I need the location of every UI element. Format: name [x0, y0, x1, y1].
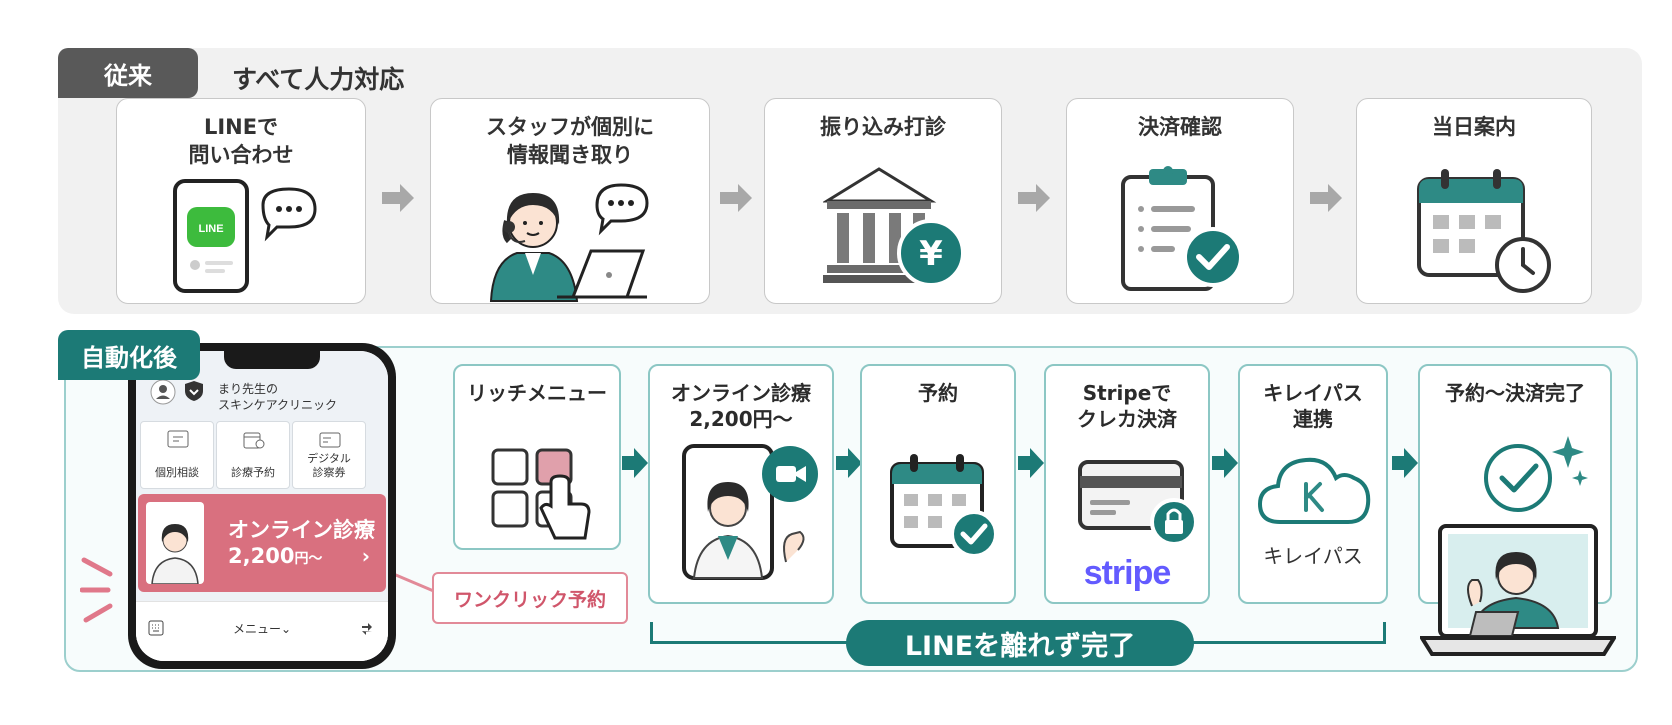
summary-pill: LINEを離れず完了 [846, 620, 1194, 666]
banner-price: 2,200円〜 [228, 544, 323, 568]
card-icon [319, 432, 341, 448]
step-label: オンライン診療 2,200円〜 [671, 381, 811, 431]
shield-icon [185, 381, 203, 401]
step-label: 予約 [918, 381, 958, 405]
chevron-right-icon: › [361, 544, 370, 568]
footer-menu-toggle[interactable]: メニュー⌄ [232, 622, 292, 636]
bank-yen-icon: ¥ [823, 167, 965, 287]
automated-step-online-consult: オンライン診療 2,200円〜 [648, 364, 834, 604]
line-phone-chat-icon: LINE [173, 179, 317, 293]
arrow-right-icon [1018, 184, 1050, 212]
credit-card-lock-icon [1078, 460, 1198, 546]
svg-text:LINE: LINE [198, 223, 223, 235]
phone-screen: まり先生の スキンケアクリニック 個別相談 診療予約 デジタル 診察券 オンライ… [136, 351, 388, 661]
step-label: 当日案内 [1432, 115, 1516, 139]
doctor-portrait-icon [146, 502, 204, 584]
phone-footer: メニュー⌄ [136, 601, 388, 661]
menu-tile-label: 個別相談 [155, 466, 199, 479]
arrow-right-icon [836, 448, 862, 478]
step-label: Stripeで クレカ決済 [1077, 381, 1177, 431]
avatar-icon [150, 379, 176, 405]
menu-tile-reservation[interactable]: 診療予約 [216, 421, 290, 489]
calendar-refresh-icon [243, 432, 265, 449]
emphasis-burst-icon [80, 557, 113, 623]
calendar-check-icon [890, 454, 998, 558]
traditional-step-staff-hearing: スタッフが個別に 情報聞き取り [430, 98, 710, 304]
stripe-logo: stripe [1083, 554, 1172, 592]
chat-card-icon [167, 430, 189, 448]
phone-notch [224, 351, 320, 369]
traditional-step-payment-confirm: 決済確認 [1066, 98, 1294, 304]
arrow-right-icon [622, 448, 648, 478]
keyboard-icon[interactable] [148, 620, 164, 636]
svg-text:¥: ¥ [919, 234, 943, 274]
menu-tile-label: 診療予約 [231, 466, 275, 479]
traditional-tag: 従来 [58, 48, 198, 98]
step-label: キレイパス 連携 [1263, 381, 1363, 431]
check-sparkle-icon [1484, 436, 1588, 512]
menu-tile-label: デジタル 診察券 [307, 452, 351, 479]
rich-menu-tap-icon [491, 448, 591, 540]
video-call-doctor-icon [682, 444, 818, 580]
arrow-right-icon [1212, 448, 1238, 478]
automated-step-kireipass: キレイパス 連携 キレイパス [1238, 364, 1388, 604]
clipboard-check-icon [1121, 166, 1243, 291]
arrow-right-icon [1310, 184, 1342, 212]
traditional-step-day-guide: 当日案内 [1356, 98, 1592, 304]
arrow-right-icon [720, 184, 752, 212]
staff-headset-laptop-icon [489, 183, 649, 302]
step-label: LINEで 問い合わせ [188, 115, 294, 167]
automated-step-reservation: 予約 [860, 364, 1016, 604]
menu-tile-consult[interactable]: 個別相談 [140, 421, 214, 489]
step-label: 決済確認 [1138, 115, 1222, 139]
one-click-callout: ワンクリック予約 [432, 572, 628, 624]
switch-icon[interactable] [360, 622, 374, 636]
smartphone-mockup: まり先生の スキンケアクリニック 個別相談 診療予約 デジタル 診察券 オンライ… [128, 343, 396, 669]
calendar-clock-icon [1417, 169, 1551, 293]
automated-step-stripe-payment: Stripeで クレカ決済 stripe [1044, 364, 1210, 604]
traditional-step-line-inquiry: LINEで 問い合わせ LINE [116, 98, 366, 304]
automated-tag: 自動化後 [58, 330, 200, 380]
arrow-right-icon [382, 184, 414, 212]
step-label: リッチメニュー [467, 381, 607, 405]
kireipass-cloud-icon [1258, 457, 1371, 524]
kireipass-brand-label: キレイパス [1263, 544, 1363, 568]
step-label: 予約〜決済完了 [1445, 381, 1585, 405]
arrow-right-icon [1392, 448, 1418, 478]
traditional-step-bank-transfer: 振り込み打診 ¥ [764, 98, 1002, 304]
automated-step-rich-menu: リッチメニュー [453, 364, 621, 550]
online-consult-banner[interactable]: オンライン診療 2,200円〜 › [138, 494, 386, 592]
clinic-name: まり先生の スキンケアクリニック [218, 382, 338, 412]
step-label: スタッフが個別に 情報聞き取り [486, 115, 654, 167]
menu-tile-digital-card[interactable]: デジタル 診察券 [292, 421, 366, 489]
step-label: 振り込み打診 [820, 115, 946, 139]
arrow-right-icon [1018, 448, 1044, 478]
laptop-user-icon [1420, 524, 1616, 656]
traditional-subtitle: すべて人力対応 [232, 65, 405, 94]
banner-title: オンライン診療 [228, 518, 375, 542]
